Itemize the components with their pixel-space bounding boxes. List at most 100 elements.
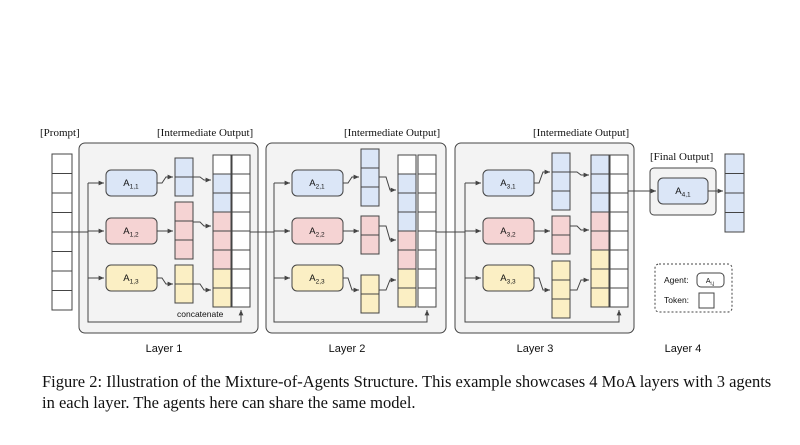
prompt-stack-cell-7 <box>51 270 73 291</box>
moa-diagram: [Prompt] [Intermediate Output] [Intermed… <box>40 127 745 355</box>
final-output-stack-cell-3 <box>724 192 745 213</box>
diagram-contents <box>51 148 745 323</box>
prompt-stack-cell-6 <box>51 251 73 272</box>
concat-layer3-left-cell-7 <box>590 268 610 289</box>
agent-a33-sub: 3,3 <box>507 279 516 286</box>
output-a22-cell-1 <box>360 215 380 236</box>
svg-text:A2,1: A2,1 <box>309 178 325 191</box>
concatenate-label: concatenate <box>177 309 224 319</box>
concat-layer2-left-cell-1 <box>397 154 417 175</box>
concat-layer1-left-cell-2 <box>212 173 232 194</box>
concat-layer2-right-cell-4 <box>417 211 437 232</box>
agent-a13-name: A <box>123 273 130 284</box>
output-a12-cell-2 <box>174 220 194 241</box>
agent-a22: A2,2 <box>291 217 344 245</box>
concat-layer3-left-cell-2 <box>590 173 610 194</box>
prompt-stack-cell-8 <box>51 290 73 311</box>
final-output-label: [Final Output] <box>650 151 713 163</box>
agent-a31-sub: 3,1 <box>507 184 516 191</box>
concat-layer2-left-cell-6 <box>397 249 417 270</box>
agent-a41-name: A <box>675 186 682 197</box>
concat-layer3-left-cell-6 <box>590 249 610 270</box>
prompt-stack-cell-2 <box>51 173 73 194</box>
agent-a13: A1,3 <box>105 264 158 292</box>
concat-layer3-right-cell-6 <box>609 249 629 270</box>
layer-2-label: Layer 2 <box>329 343 366 355</box>
layer-1-label: Layer 1 <box>146 343 183 355</box>
concat-layer3-left-cell-4 <box>590 211 610 232</box>
concat-layer2-left-cell-4 <box>397 211 417 232</box>
out31-to-concat <box>570 171 589 178</box>
concat-layer3-right-cell-7 <box>609 268 629 289</box>
prompt-stack-cell-3 <box>51 192 73 213</box>
output-a13-cell-2 <box>174 283 194 304</box>
a21-to-output <box>343 174 359 184</box>
output-a33-cell-1 <box>551 260 571 281</box>
svg-text:A4,1: A4,1 <box>675 186 691 199</box>
concat-layer2-right-cell-5 <box>417 230 437 251</box>
legend-agent-label: Agent: <box>664 275 689 285</box>
agent-a22-sub: 2,2 <box>316 232 325 239</box>
agent-a11-name: A <box>123 178 130 189</box>
out32-to-concat <box>570 225 589 233</box>
output-a12-cell-1 <box>174 201 194 222</box>
concat-layer1-right-cell-3 <box>231 192 251 213</box>
concat-layer3-right-cell-3 <box>609 192 629 213</box>
agent-a41: A4,1 <box>657 177 709 205</box>
concat-layer3-left-cell-3 <box>590 192 610 213</box>
bypass-layer3 <box>464 278 622 323</box>
prompt-label: [Prompt] <box>40 127 80 139</box>
concat-layer1-right-cell-2 <box>231 173 251 194</box>
a31-to-output <box>534 169 550 184</box>
output-a21-cell-1 <box>360 148 380 169</box>
concat-layer2-right-cell-2 <box>417 173 437 194</box>
agent-a33: A3,3 <box>482 264 535 292</box>
prompt-stack-cell-1 <box>51 153 73 174</box>
out23-to-concat <box>379 277 396 291</box>
output-a11-cell-1 <box>174 157 194 178</box>
concat-layer3-right-cell-1 <box>609 154 629 175</box>
concat-layer1-left-cell-7 <box>212 268 232 289</box>
concat-layer1-left-cell-6 <box>212 249 232 270</box>
agent-a23: A2,3 <box>291 264 344 292</box>
legend-agent-symbol <box>696 272 725 288</box>
intermediate-output-label-3: [Intermediate Output] <box>533 127 629 139</box>
legend-agent-name: A <box>706 278 711 285</box>
agent-a32: A3,2 <box>482 217 535 245</box>
output-a32-cell-1 <box>551 215 571 236</box>
svg-text:A3,2: A3,2 <box>500 226 516 239</box>
agent-a12-sub: 1,2 <box>130 232 139 239</box>
concat-layer1-right-cell-4 <box>231 211 251 232</box>
prompt-stack-cell-5 <box>51 231 73 252</box>
out11-to-concat <box>193 176 211 183</box>
agent-a21-name: A <box>309 178 316 189</box>
bypass-layer1 <box>87 278 244 323</box>
final-output-stack-cell-2 <box>724 173 745 194</box>
concat-layer2-right-cell-8 <box>417 287 437 308</box>
output-a11-cell-2 <box>174 176 194 197</box>
svg-text:A3,3: A3,3 <box>500 273 516 286</box>
intermediate-output-label-2: [Intermediate Output] <box>344 127 440 139</box>
concat-layer3-right-cell-5 <box>609 230 629 251</box>
agent-a22-name: A <box>309 226 316 237</box>
concat-layer2-right-cell-6 <box>417 249 437 270</box>
final-output-stack-cell-1 <box>724 153 745 174</box>
output-a21-cell-2 <box>360 167 380 188</box>
agent-a31: A3,1 <box>482 169 535 197</box>
legend-token-symbol <box>698 292 715 309</box>
svg-text:A1,3: A1,3 <box>123 273 139 286</box>
agent-a32-sub: 3,2 <box>507 232 516 239</box>
concat-layer3-left-cell-1 <box>590 154 610 175</box>
agent-a21-sub: 2,1 <box>316 184 325 191</box>
concat-layer1-left-cell-8 <box>212 287 232 308</box>
concat-layer3-left-cell-5 <box>590 230 610 251</box>
output-a32-cell-2 <box>551 234 571 255</box>
concat-layer1-right-cell-1 <box>231 154 251 175</box>
concat-layer1-right-cell-7 <box>231 268 251 289</box>
output-a33-cell-2 <box>551 279 571 300</box>
svg-text:A1,1: A1,1 <box>123 178 139 191</box>
concat-layer1-left-cell-1 <box>212 154 232 175</box>
concat-layer1-right-cell-8 <box>231 287 251 308</box>
layer-3-label: Layer 3 <box>517 343 554 355</box>
concat-layer1-left-cell-5 <box>212 230 232 251</box>
